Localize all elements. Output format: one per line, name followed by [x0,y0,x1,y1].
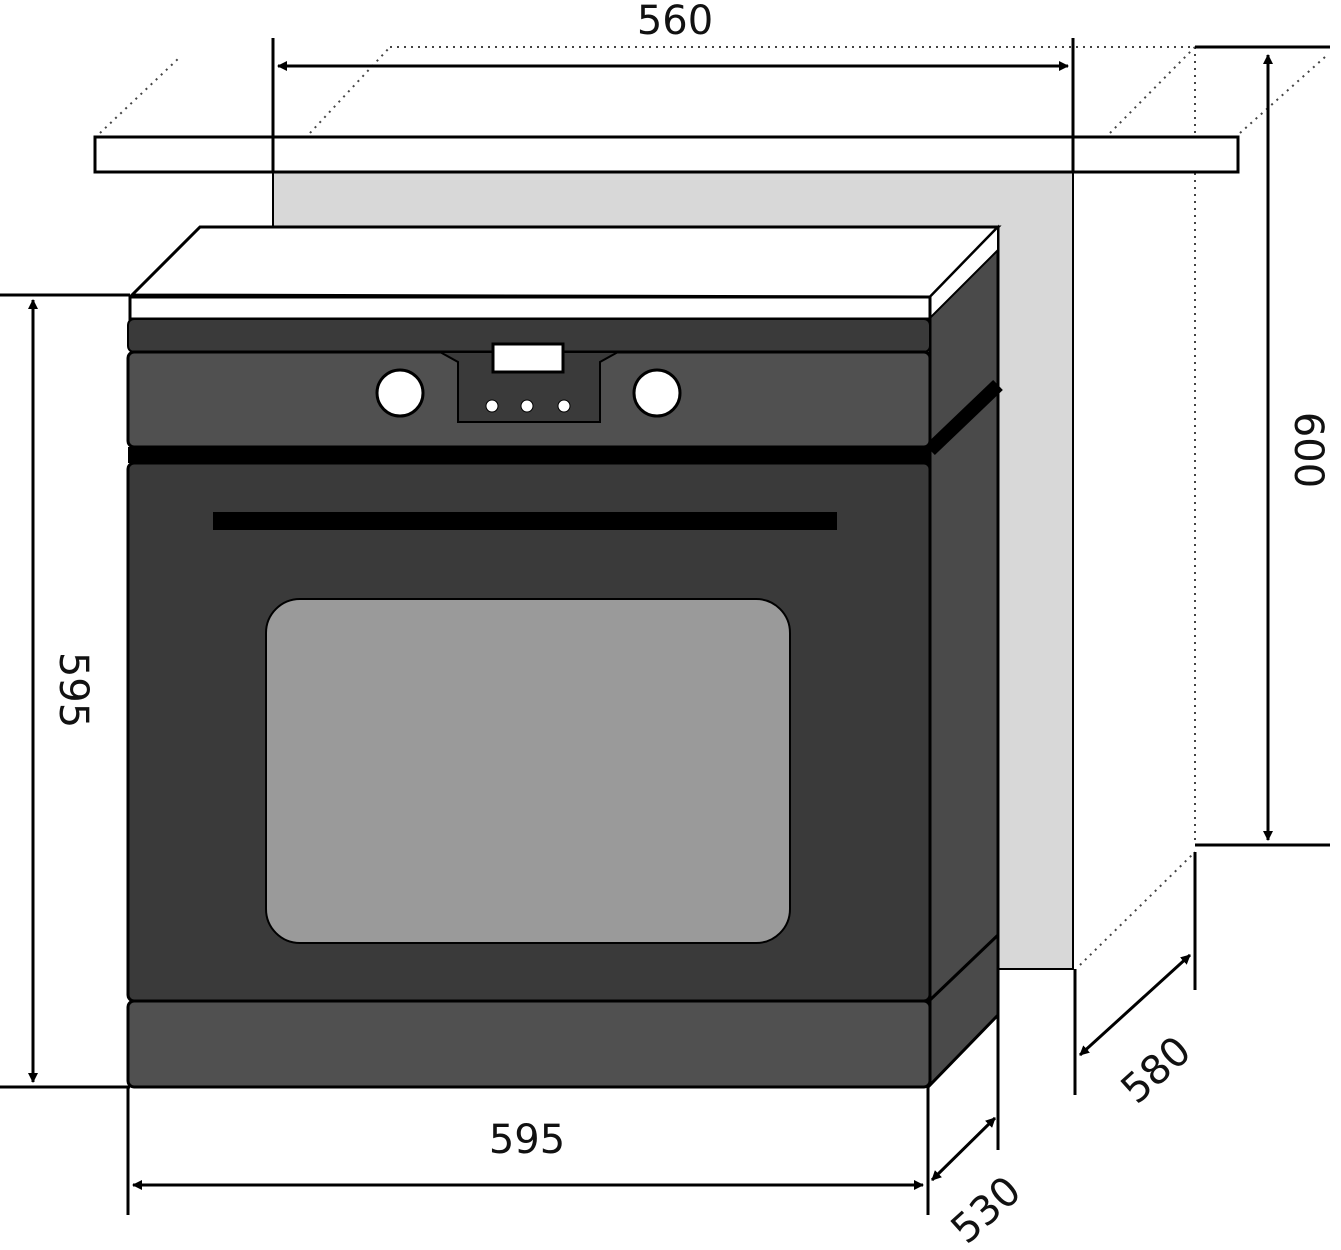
label-niche-width: 560 [637,0,713,44]
oven-display [491,342,565,374]
countertop [93,135,1240,174]
oven-top-trim [128,295,932,321]
dim-arrow-niche-depth [1078,953,1192,1057]
oven-control-recess [436,351,622,423]
niche-dotted-outline [99,46,1326,966]
oven-panel-separator [128,447,930,463]
oven-door-handle [213,512,837,530]
oven-top [128,225,1002,299]
oven-knob-left [375,368,425,418]
oven-window [265,598,791,944]
label-niche-height: 600 [1285,412,1331,488]
label-oven-depth: 530 [943,1168,1031,1250]
label-oven-width: 595 [489,1117,565,1163]
oven [126,224,1003,1089]
dim-arrow-oven-depth [930,1116,997,1182]
oven-side [928,226,1000,1089]
oven-knob-right [632,368,682,418]
oven-button-1 [485,399,499,413]
oven-bottom-drawer [126,999,932,1089]
dimension-lines [0,38,1330,1215]
oven-button-2 [520,399,534,413]
oven-button-3 [557,399,571,413]
label-oven-height: 595 [50,652,96,728]
label-niche-depth: 580 [1113,1028,1201,1113]
